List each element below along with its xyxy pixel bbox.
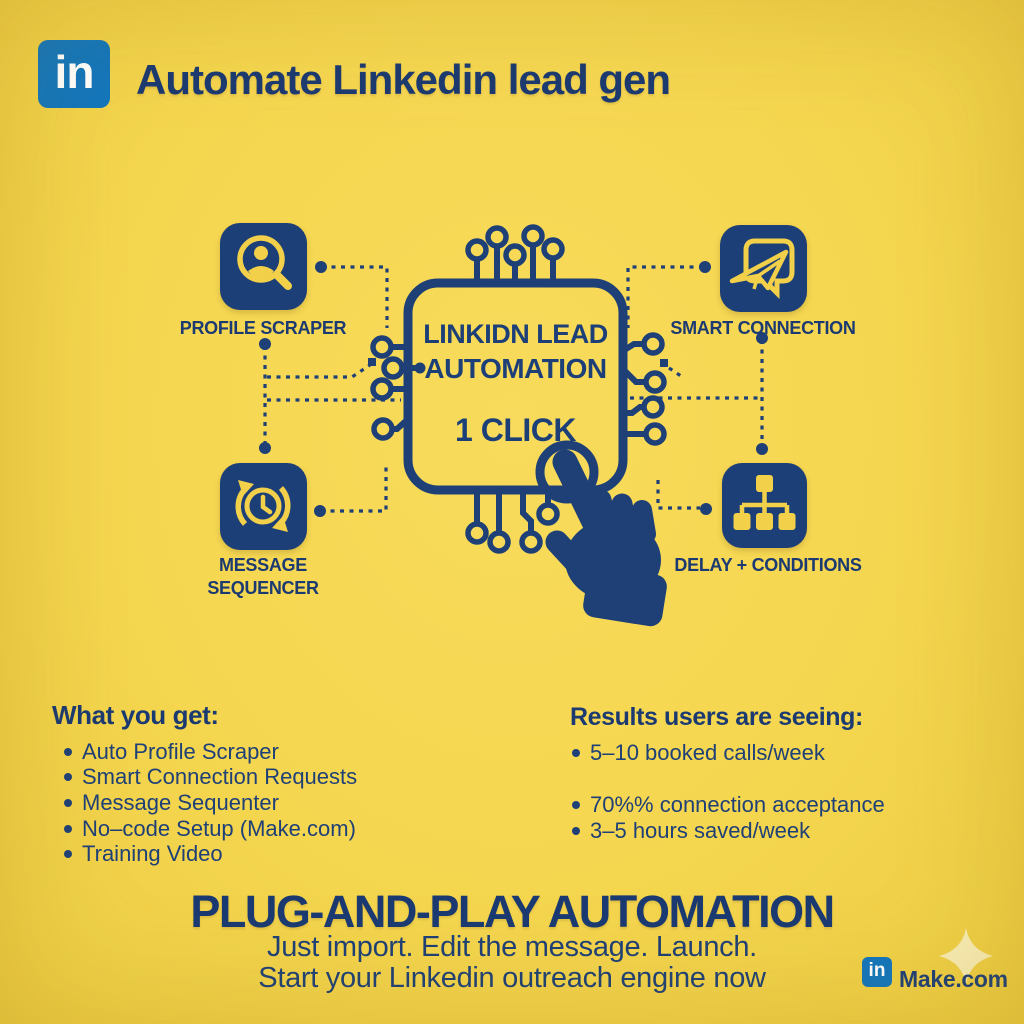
node-label-profile-scraper: PROFILE SCRAPER <box>179 318 347 338</box>
list-item: 5–10 booked calls/week <box>570 740 885 766</box>
chip-text: LINKIDN LEAD AUTOMATION 1 CLICK <box>408 283 623 490</box>
clock-cycle-icon <box>235 480 291 532</box>
list-item-text: Training Video <box>82 841 223 867</box>
results-list: 5–10 booked calls/week 70%% connection a… <box>570 740 885 844</box>
touch-ring-icon <box>535 440 599 504</box>
node-label-delay-conditions: DELAY + CONDITIONS <box>674 555 862 575</box>
list-item-text: 5–10 booked calls/week <box>590 740 825 765</box>
bullet-dot <box>64 798 72 807</box>
results-section: Results users are seeing: 5–10 booked ca… <box>570 703 885 844</box>
flowchart-icon <box>733 475 796 530</box>
chip-title-line2: AUTOMATION <box>424 353 607 384</box>
footer-subline-2: Start your Linkedin outreach engine now <box>258 962 766 994</box>
dashed-connectors <box>263 265 764 513</box>
chip-pins-left <box>370 335 426 441</box>
click-hand-icon <box>545 449 667 627</box>
bullet-dot <box>64 850 72 859</box>
brand-linkedin-logo-text: in <box>868 960 886 981</box>
chip-pins-bottom <box>465 490 560 554</box>
page-title: Automate Linkedin lead gen <box>136 56 671 103</box>
linkedin-logo-text: in <box>54 46 95 98</box>
bullet-dot <box>64 773 72 782</box>
node-label-message-sequencer: MESSAGE SEQUENCER <box>207 555 319 598</box>
what-you-get-section: What you get: Auto Profile Scraper Smart… <box>52 700 357 867</box>
node-label-smart-connection: SMART CONNECTION <box>670 318 856 338</box>
chip-title-line1: LINKIDN LEAD <box>423 319 608 349</box>
node-tile-message-sequencer <box>220 463 307 550</box>
list-item: Training Video <box>52 841 357 867</box>
send-message-icon <box>729 238 795 300</box>
bullet-dot <box>64 747 72 756</box>
node-tile-smart-connection <box>720 225 807 312</box>
bullet-dot <box>572 827 580 835</box>
linkedin-logo: in <box>38 40 110 108</box>
node-tile-delay-conditions <box>722 463 807 548</box>
chip-subtitle: 1 CLICK <box>455 412 576 448</box>
list-item-text: Auto Profile Scraper <box>82 738 279 764</box>
brand-name: Make.com <box>899 966 1008 992</box>
connector-dots <box>259 261 768 517</box>
chip-pins-top <box>465 224 565 283</box>
footer-subline-1: Just import. Edit the message. Launch. <box>267 931 757 963</box>
list-item-text: 3–5 hours saved/week <box>590 818 811 843</box>
node-tile-profile-scraper <box>220 223 307 310</box>
bullet-dot <box>64 824 72 833</box>
footer-headline: PLUG-AND-PLAY AUTOMATION <box>190 886 835 937</box>
what-you-get-list: Auto Profile Scraper Smart Connection Re… <box>52 739 357 867</box>
what-you-get-heading: What you get: <box>52 700 219 730</box>
list-item-text: 70%% connection acceptance <box>590 792 885 817</box>
brand-linkedin-logo: in <box>862 957 892 987</box>
results-heading: Results users are seeing: <box>570 703 863 731</box>
bullet-dot <box>572 749 580 757</box>
list-item: No–code Setup (Make.com) <box>52 816 357 842</box>
list-item: Message Sequenter <box>52 790 357 816</box>
list-item: 3–5 hours saved/week <box>570 818 885 844</box>
sparkle-icon <box>939 928 993 984</box>
list-item-text: Smart Connection Requests <box>82 764 358 790</box>
list-item-text: Message Sequenter <box>82 789 279 815</box>
list-item-text: No–code Setup (Make.com) <box>82 815 356 841</box>
chip-pins-right <box>620 332 667 446</box>
profile-search-icon <box>237 235 292 290</box>
bullet-dot <box>572 801 580 809</box>
list-item: Smart Connection Requests <box>52 764 358 791</box>
list-item: 70%% connection acceptance <box>570 792 885 818</box>
list-item: Auto Profile Scraper <box>52 739 357 765</box>
